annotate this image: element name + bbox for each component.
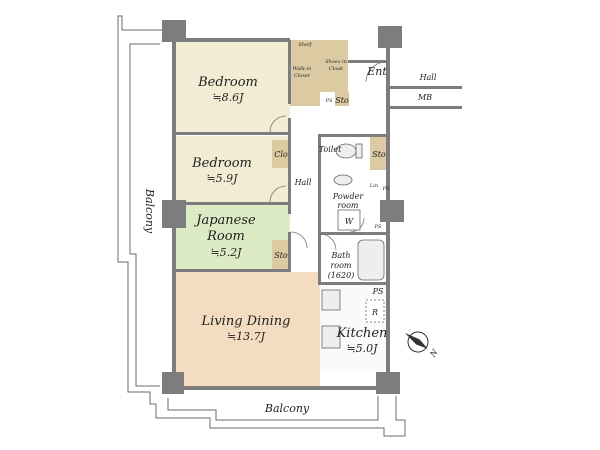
living-dining-name: Living Dining [201, 314, 291, 329]
walk-in-closet-label-line1: Walk-in [293, 66, 312, 72]
toilet-tank [355, 143, 363, 159]
japanese-room-floor [175, 205, 290, 270]
fridge-box [365, 299, 385, 323]
ps-bath-label: PS [374, 224, 382, 230]
powder-room-name-line1: Powder [332, 192, 365, 201]
toilet-label: Toilet [319, 145, 342, 154]
balcony-left-label: Balcony [143, 188, 156, 234]
ps-kitchen-label: PS [372, 287, 384, 296]
japanese-room-area: ≒5.2J [210, 246, 242, 259]
walk-in-closet-label-line2: Closet [294, 73, 311, 79]
kitchen-sink [321, 325, 341, 349]
fixtures [321, 143, 385, 349]
sto-toilet-floor [370, 136, 388, 170]
bath-room-name-line2: room [330, 261, 351, 270]
powder-room-name-line2: room [337, 201, 358, 210]
hall-outer-label: Hall [419, 73, 437, 82]
r-label: R [371, 308, 378, 317]
sto-japanese-floor [272, 240, 290, 270]
door-swings [269, 61, 387, 251]
compass-icon: N [404, 331, 441, 360]
bedroom-2-floor [175, 136, 290, 202]
japanese-room-name-line1: Japanese [193, 213, 256, 228]
shelf-label: Shelf [298, 42, 312, 48]
kitchen-area: ≒5.0J [346, 342, 378, 355]
living-dining-area: ≒13.7J [227, 330, 266, 343]
ps-powder-label: PS [382, 186, 390, 192]
japanese-room-name-line2: Room [206, 229, 245, 244]
sto-top-floor [335, 92, 349, 106]
bedroom-2-name: Bedroom [191, 156, 252, 171]
w-label: W [345, 217, 354, 226]
walk-in-closet-floor [290, 40, 320, 106]
walls [162, 20, 462, 394]
sto-toilet-label: Sto [372, 150, 386, 159]
shoes-in-cloak-floor [320, 40, 348, 92]
shoes-in-cloak-label-line1: Shoes in [325, 59, 347, 65]
mb-label: MB [417, 93, 432, 102]
sto-top-label: Sto [335, 96, 349, 105]
bath-room-name-line1: Bath [330, 251, 350, 260]
kitchen-name: Kitchen [336, 326, 388, 341]
bedroom-1-area: ≒8.6J [212, 91, 244, 104]
bath-room-size: (1620) [328, 271, 355, 280]
washer-box [337, 209, 361, 231]
bedroom-2-area: ≒5.9J [206, 172, 238, 185]
hall-inner-label: Hall [294, 178, 312, 187]
balcony-bottom-label: Balcony [264, 402, 310, 415]
balcony-left-outline [117, 15, 165, 405]
bathtub [357, 239, 385, 281]
lin-label: Lin [369, 183, 378, 189]
kitchen-stove [321, 289, 341, 311]
bedroom-1-floor [175, 42, 290, 133]
balcony-bottom-outline [155, 396, 406, 437]
compass-north-label: N [428, 347, 441, 360]
shoes-in-cloak-label-line2: Cloak [329, 66, 343, 72]
ent-label: Ent [366, 65, 387, 78]
sto-japanese-label: Sto [274, 251, 288, 260]
living-dining-floor [175, 272, 320, 386]
ps-top-label: PS [325, 98, 333, 104]
clo-floor [272, 140, 290, 168]
clo-label: Clo [274, 150, 288, 159]
powder-sink [333, 174, 353, 186]
bedroom-1-name: Bedroom [197, 75, 258, 90]
